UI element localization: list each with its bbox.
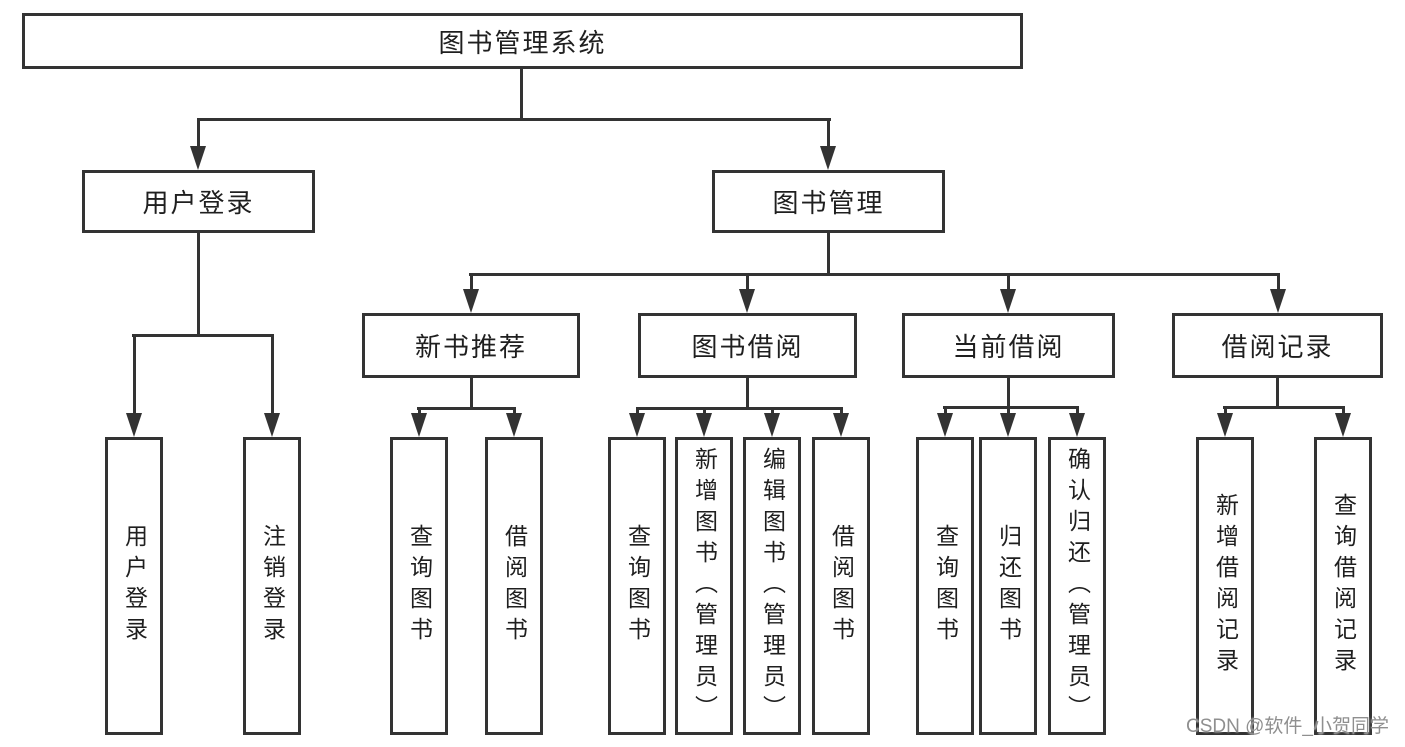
node-current-borrow: 当前借阅 xyxy=(902,313,1115,378)
connector-line xyxy=(1277,273,1280,301)
arrowhead-down-icon xyxy=(764,413,780,437)
leaf-confirm-return-admin: 确认归还（管理员） xyxy=(1048,437,1106,735)
connector-line xyxy=(197,118,831,121)
connector-line xyxy=(746,378,749,409)
arrowhead-down-icon xyxy=(1000,289,1016,313)
connector-line xyxy=(1007,273,1010,301)
leaf-borrow-books: 借阅图书 xyxy=(812,437,870,735)
connector-line xyxy=(271,334,274,426)
connector-line xyxy=(1276,378,1279,408)
leaf-add-book-admin: 新增图书（管理员） xyxy=(675,437,733,735)
watermark: CSDN @软件_小贺同学 xyxy=(1186,716,1389,737)
leaf-return-book: 归还图书 xyxy=(979,437,1037,735)
connector-line xyxy=(469,273,1280,276)
connector-line xyxy=(520,69,523,120)
connector-line xyxy=(827,233,830,276)
arrowhead-down-icon xyxy=(1270,289,1286,313)
connector-line xyxy=(417,407,516,410)
arrowhead-down-icon xyxy=(937,413,953,437)
arrowhead-down-icon xyxy=(126,413,142,437)
arrowhead-down-icon xyxy=(264,413,280,437)
arrowhead-down-icon xyxy=(820,146,836,170)
node-user-login: 用户登录 xyxy=(82,170,315,233)
arrowhead-down-icon xyxy=(506,413,522,437)
node-new-book-recommend: 新书推荐 xyxy=(362,313,580,378)
arrowhead-down-icon xyxy=(629,413,645,437)
leaf-query-books-borrow: 查询图书 xyxy=(608,437,666,735)
connector-line xyxy=(827,118,830,158)
connector-line xyxy=(1007,378,1010,408)
node-book-borrow: 图书借阅 xyxy=(638,313,857,378)
leaf-query-books-recommend: 查询图书 xyxy=(390,437,448,735)
connector-line xyxy=(470,273,473,301)
leaf-user-login: 用户登录 xyxy=(105,437,163,735)
arrowhead-down-icon xyxy=(696,413,712,437)
arrowhead-down-icon xyxy=(1069,413,1085,437)
arrowhead-down-icon xyxy=(1000,413,1016,437)
leaf-add-borrow-record: 新增借阅记录 xyxy=(1196,437,1254,735)
connector-line xyxy=(636,407,842,410)
arrowhead-down-icon xyxy=(1335,413,1351,437)
node-borrow-records: 借阅记录 xyxy=(1172,313,1383,378)
connector-line xyxy=(197,233,200,336)
arrowhead-down-icon xyxy=(411,413,427,437)
connector-line xyxy=(197,118,200,158)
arrowhead-down-icon xyxy=(739,289,755,313)
connector-line xyxy=(746,273,749,301)
arrowhead-down-icon xyxy=(833,413,849,437)
node-root: 图书管理系统 xyxy=(22,13,1023,69)
arrowhead-down-icon xyxy=(463,289,479,313)
connector-line xyxy=(1223,406,1345,409)
connector-line xyxy=(470,378,473,409)
leaf-borrow-books-recommend: 借阅图书 xyxy=(485,437,543,735)
leaf-query-borrow-record: 查询借阅记录 xyxy=(1314,437,1372,735)
connector-line xyxy=(132,334,274,337)
connector-line xyxy=(943,406,1079,409)
leaf-edit-book-admin: 编辑图书（管理员） xyxy=(743,437,801,735)
connector-line xyxy=(133,334,136,426)
arrowhead-down-icon xyxy=(190,146,206,170)
node-book-management: 图书管理 xyxy=(712,170,945,233)
leaf-logout: 注销登录 xyxy=(243,437,301,735)
arrowhead-down-icon xyxy=(1217,413,1233,437)
leaf-query-books-current: 查询图书 xyxy=(916,437,974,735)
